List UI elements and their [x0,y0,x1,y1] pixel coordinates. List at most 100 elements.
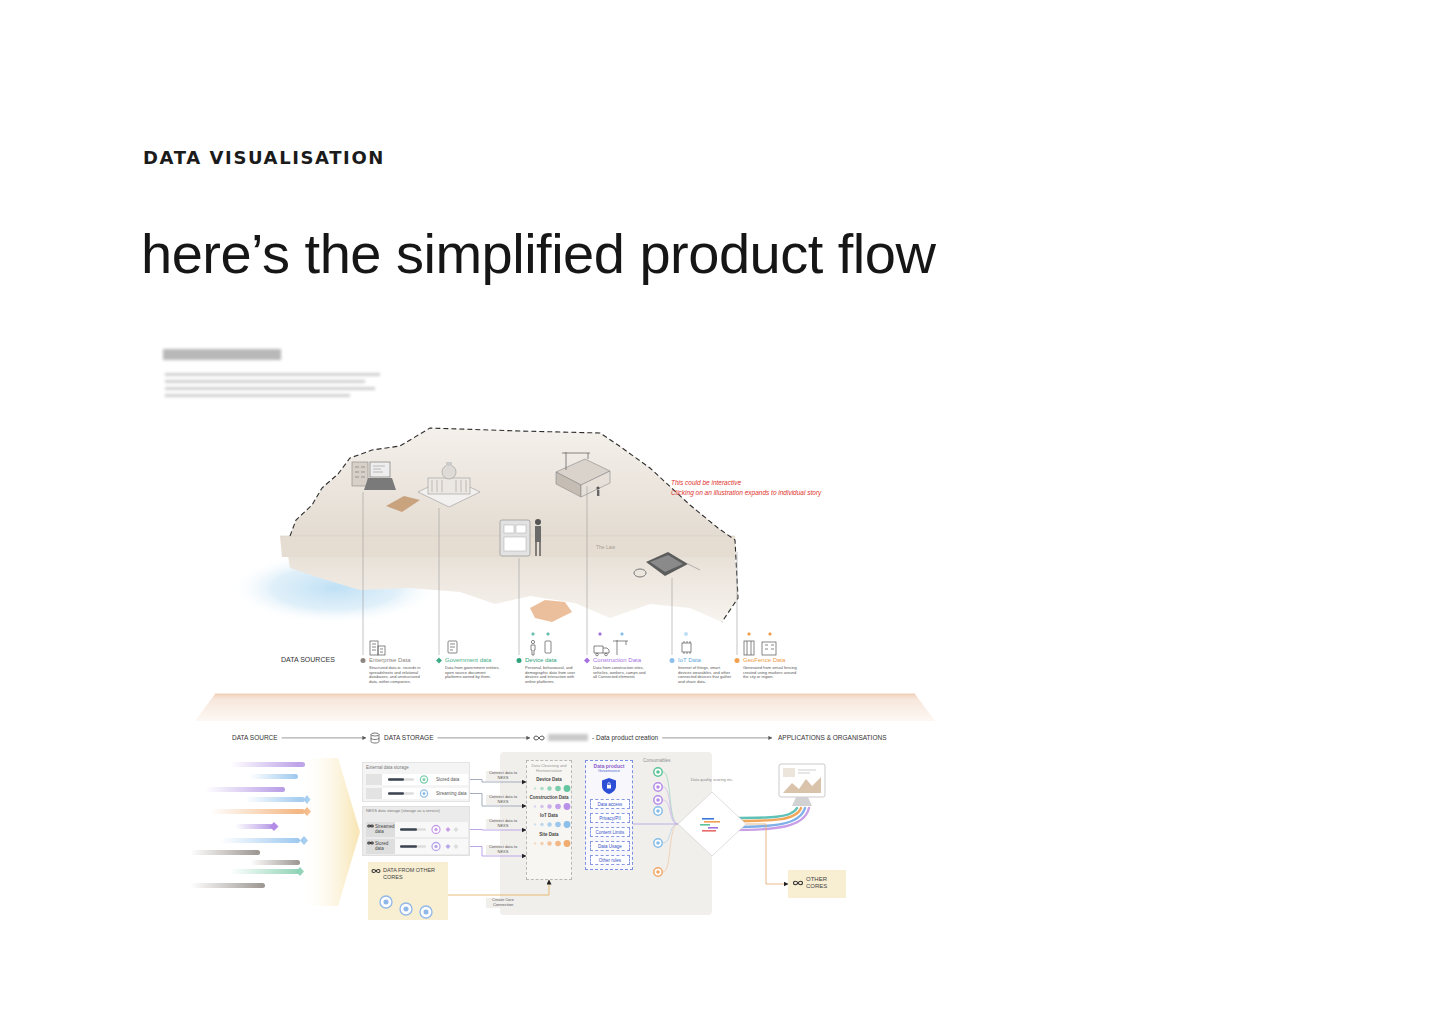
core-icon [794,881,803,884]
data-ring [432,843,440,851]
flow-arrow [437,737,530,738]
landmass [288,556,738,622]
core-icon [548,734,588,741]
source-marker [598,632,602,636]
governance-shield [607,785,611,789]
source-icon [762,642,776,655]
data-streak [190,762,311,888]
data-dot [540,823,543,826]
landmass [290,428,738,622]
geofence-illustration [530,600,572,622]
enterprise-illustration [386,496,420,512]
data-ring [422,792,425,795]
consumable-circle [656,798,660,802]
consumable-flow [663,824,678,843]
core-panel [500,752,712,915]
source-name: Device data [525,657,557,664]
source-marker [684,632,688,636]
core-box: OTHER CORES [788,870,846,898]
rule-box: Privacy/PII [590,813,630,823]
data-ring [380,896,392,908]
leader-line [363,486,737,655]
row-graphic [446,827,451,832]
application-monitor [779,764,825,797]
row-graphic [400,845,426,847]
node-heading: External data storage [366,765,466,770]
leader-line [737,552,738,655]
row-graphic [388,778,404,780]
layer-band [195,694,935,721]
source-icon [605,653,608,656]
government-illustration [442,465,456,479]
data-streak [250,860,300,865]
data-dot [534,805,536,807]
data-dot [564,840,571,847]
device-illustration [500,520,530,556]
data-dot [547,841,551,845]
page-title: here’s the simplified product flow [141,220,935,287]
data-dot [534,787,536,789]
construction-illustration [596,486,599,489]
data-ring [420,906,432,918]
source-description: Data from construction sites, vehicles, … [593,666,649,680]
diamond-shape [708,827,718,829]
government-illustration [418,477,480,507]
consumable-circle [656,809,660,813]
row-graphic [400,828,417,830]
data-streak [220,838,300,843]
data-dot [540,805,543,808]
data-dot [540,787,543,790]
data-ring [420,790,427,797]
output-flow [730,808,809,830]
construction-illustration [562,452,590,470]
government-illustration [446,462,452,466]
row-graphic [454,844,459,849]
source-description: Internet of things, smart devices wearab… [678,666,734,684]
rule-box: Other rules [590,855,630,865]
node-heading: NEXS data storage (storage as a service) [366,809,466,814]
flow-step: - Data product creation [592,734,658,742]
flow-arrow [282,737,772,738]
blurred-heading [165,380,365,383]
blurred-heading [165,387,375,390]
device-illustration [535,526,541,542]
source-dot [584,658,590,664]
storage-icon [371,733,379,743]
source-icon [545,641,551,653]
blurred-heading [165,373,380,376]
iot-illustration [646,552,688,576]
source-marker [531,632,535,636]
iot-illustration [634,569,646,577]
diamond-shape [678,778,746,856]
row-graphic [446,844,451,849]
source-marker [768,632,772,636]
source-icon [370,640,776,656]
blurred-heading [165,394,350,397]
connector-label: Connect data to NEXS [486,795,520,805]
source-icon [378,646,385,655]
source-description: Personal, behavioural, and demographic d… [525,666,581,684]
section-label: DATA SOURCES [281,656,335,664]
source-icon [765,645,774,649]
node-heading: Stored data [436,777,468,782]
source-name: Government data [445,657,491,664]
application-monitor [798,770,816,773]
connector [448,880,549,895]
core-icon [534,736,544,740]
device-illustration [504,537,526,551]
data-streak [230,762,305,767]
enterprise-illustration [355,467,365,477]
rule-box: Content Limits [590,827,630,837]
core-panel [500,752,712,915]
application-monitor [783,768,795,777]
consumable-circle [654,768,662,876]
connector-label: Connect data to NEXS [486,819,520,829]
source-name: GeoFence Data [743,657,785,664]
data-dot [555,804,561,810]
data-streak [230,869,300,874]
node-heading: Streamed data [375,824,393,835]
node-text: Governance [587,769,631,774]
row-graphic [366,774,382,785]
diamond-shape [678,792,746,856]
core-icon [368,842,374,844]
